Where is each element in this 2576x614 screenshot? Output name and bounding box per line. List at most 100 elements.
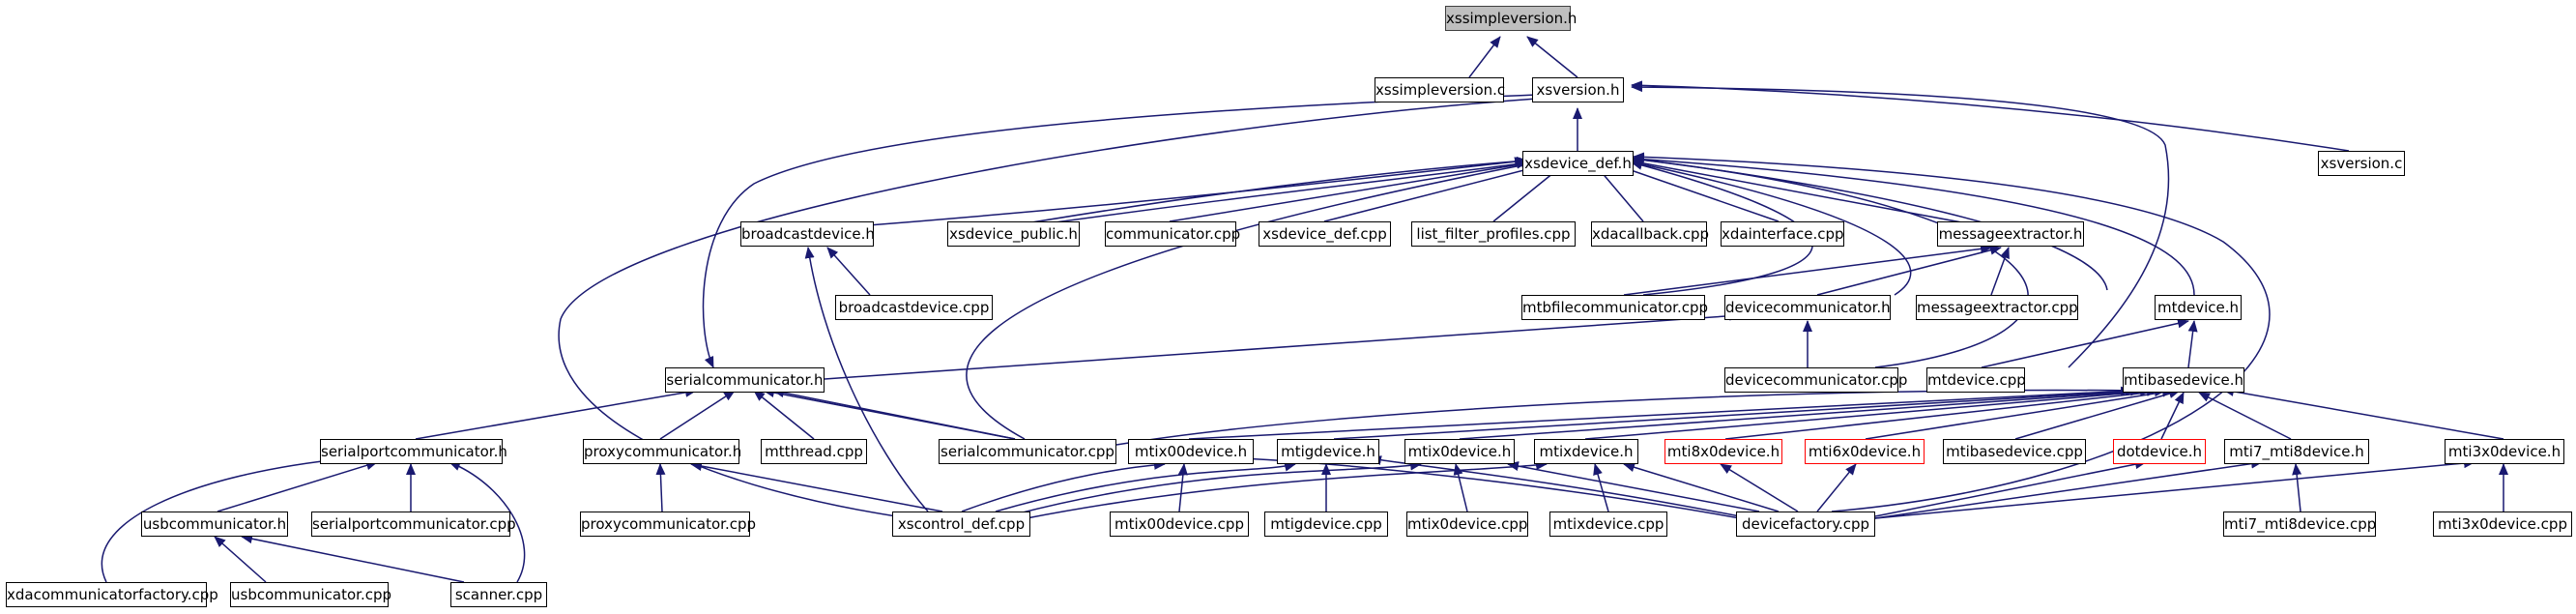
include-edge (2160, 392, 2185, 440)
include-edge (1633, 154, 2195, 296)
node-serialcommunicator-h[interactable]: serialcommunicator.h (665, 367, 825, 393)
node-mtix00device-cpp[interactable]: mtix00device.cpp (1110, 512, 1249, 537)
node-list-filter-profiles-cpp[interactable]: list_filter_profiles.cpp (1411, 221, 1576, 247)
include-edge (1724, 387, 2166, 440)
node-devicecommunicator-h[interactable]: devicecommunicator.h (1724, 295, 1891, 320)
include-edge (1633, 152, 2271, 512)
include-edge (1874, 458, 2475, 519)
node-xsversion-h[interactable]: xsversion.h (1532, 77, 1624, 102)
node-xsdevice-def-cpp[interactable]: xsdevice_def.cpp (1259, 221, 1391, 247)
node-xsdevice-def-h[interactable]: xsdevice_def.h (1522, 151, 1634, 176)
include-edge (655, 463, 666, 512)
node-usbcommunicator-cpp[interactable]: usbcommunicator.cpp (230, 582, 391, 607)
include-edge (1177, 463, 1188, 512)
node-messageextractor-cpp[interactable]: messageextractor.cpp (1916, 295, 2078, 320)
node-mti7-mti8device-h[interactable]: mti7_mti8device.h (2224, 439, 2369, 464)
include-edge (1459, 386, 2152, 440)
include-edge (1981, 318, 2189, 368)
node-mti7-mti8device-cpp[interactable]: mti7_mti8device.cpp (2223, 512, 2376, 537)
node-dotdevice-h[interactable]: dotdevice.h (2113, 439, 2206, 464)
node-proxycommunicator-cpp[interactable]: proxycommunicator.cpp (580, 512, 756, 537)
include-edge (1026, 460, 1548, 519)
include-edge (1526, 36, 1578, 78)
node-xdainterface-cpp[interactable]: xdainterface.cpp (1721, 221, 1844, 247)
node-proxycommunicator-h[interactable]: proxycommunicator.h (583, 439, 741, 464)
node-xscontrol-def-cpp[interactable]: xscontrol_def.cpp (892, 512, 1030, 537)
include-edge (1720, 463, 1799, 512)
include-edge (449, 461, 526, 583)
node-xsversion-c[interactable]: xsversion.c (2318, 151, 2405, 176)
node-mti8x0device-h[interactable]: mti8x0device.h (1664, 439, 1782, 464)
node-xsdevice-public-h[interactable]: xsdevice_public.h (947, 221, 1080, 247)
node-mtibasedevice-cpp[interactable]: mtibasedevice.cpp (1943, 439, 2086, 464)
include-edge (415, 387, 697, 440)
node-mtdevice-h[interactable]: mtdevice.h (2155, 295, 2242, 320)
node-devicecommunicator-cpp[interactable]: devicecommunicator.cpp (1724, 367, 1907, 393)
node-mtbfilecommunicator-cpp[interactable]: mtbfilecommunicator.cpp (1521, 295, 1708, 320)
include-edge (1188, 386, 2132, 440)
include-edge (985, 159, 1528, 233)
include-edge (753, 390, 815, 440)
include-edge (2014, 389, 2181, 440)
node-broadcastdevice-cpp[interactable]: broadcastdevice.cpp (835, 295, 993, 320)
node-mtixdevice-cpp[interactable]: mtixdevice.cpp (1549, 512, 1667, 537)
include-edge (2292, 463, 2302, 512)
include-edge (1990, 247, 2010, 296)
include-edge (772, 388, 1016, 440)
node-mtix00device-h[interactable]: mtix00device.h (1128, 439, 1254, 464)
node-xssimpleversion-c[interactable]: xssimpleversion.c (1375, 77, 1505, 102)
include-edge (2198, 392, 2292, 440)
include-edge (214, 536, 267, 583)
node-scanner-cpp[interactable]: scanner.cpp (450, 582, 547, 607)
include-edge (1816, 463, 1857, 512)
include-edge (1323, 161, 1548, 222)
node-mti3x0device-h[interactable]: mti3x0device.h (2445, 439, 2564, 464)
include-edge (1865, 387, 2174, 440)
include-edge (1631, 82, 2170, 368)
node-serialportcommunicator-h[interactable]: serialportcommunicator.h (320, 439, 507, 464)
node-broadcastdevice-h[interactable]: broadcastdevice.h (740, 221, 875, 247)
node-xdacommunicatorfactory-cpp[interactable]: xdacommunicatorfactory.cpp (6, 582, 218, 607)
node-mti6x0device-h[interactable]: mti6x0device.h (1805, 439, 1925, 464)
node-mti3x0device-cpp[interactable]: mti3x0device.cpp (2433, 512, 2572, 537)
include-edge (702, 94, 1538, 368)
node-mtthread-cpp[interactable]: mtthread.cpp (761, 439, 867, 464)
node-mtigdevice-cpp[interactable]: mtigdevice.cpp (1264, 512, 1388, 537)
include-edge (1014, 460, 1422, 515)
node-communicator-cpp[interactable]: communicator.cpp (1105, 221, 1240, 247)
node-devicefactory-cpp[interactable]: devicefactory.cpp (1736, 512, 1875, 537)
include-edge (1623, 462, 1780, 512)
node-serialcommunicator-cpp[interactable]: serialcommunicator.cpp (939, 439, 1116, 464)
node-xssimpleversion-h: xssimpleversion.h (1445, 6, 1577, 31)
include-edge (966, 158, 1548, 440)
include-edge (1584, 386, 2158, 440)
node-mtix0device-cpp[interactable]: mtix0device.cpp (1406, 512, 1528, 537)
include-edge (659, 390, 736, 440)
include-edge (961, 459, 1166, 512)
include-edge (1507, 461, 1760, 512)
include-edge (1623, 244, 1992, 296)
include-edge (1169, 159, 1533, 222)
node-mtdevice-cpp[interactable]: mtdevice.cpp (1926, 367, 2026, 393)
include-edge (1613, 162, 1780, 222)
node-messageextractor-h[interactable]: messageextractor.h (1937, 221, 2084, 247)
include-edge (985, 156, 1528, 231)
include-edge (826, 247, 871, 296)
node-usbcommunicator-h[interactable]: usbcommunicator.h (141, 512, 288, 537)
include-edge (690, 461, 943, 512)
include-edge (241, 534, 465, 583)
node-mtigdevice-h[interactable]: mtigdevice.h (1277, 439, 1379, 464)
node-serialportcommunicator-cpp[interactable]: serialportcommunicator.cpp (311, 512, 516, 537)
include-edge (1631, 155, 2029, 368)
include-edge (1593, 463, 1609, 512)
node-xdacallback-cpp[interactable]: xdacallback.cpp (1591, 221, 1709, 247)
node-mtibasedevice-h[interactable]: mtibasedevice.h (2123, 367, 2244, 393)
node-mtixdevice-h[interactable]: mtixdevice.h (1534, 439, 1638, 464)
include-edge (995, 461, 1296, 512)
include-edge (1874, 458, 2263, 519)
include-edge (2187, 320, 2198, 368)
node-mtix0device-h[interactable]: mtix0device.h (1404, 439, 1515, 464)
include-edge (217, 460, 378, 512)
